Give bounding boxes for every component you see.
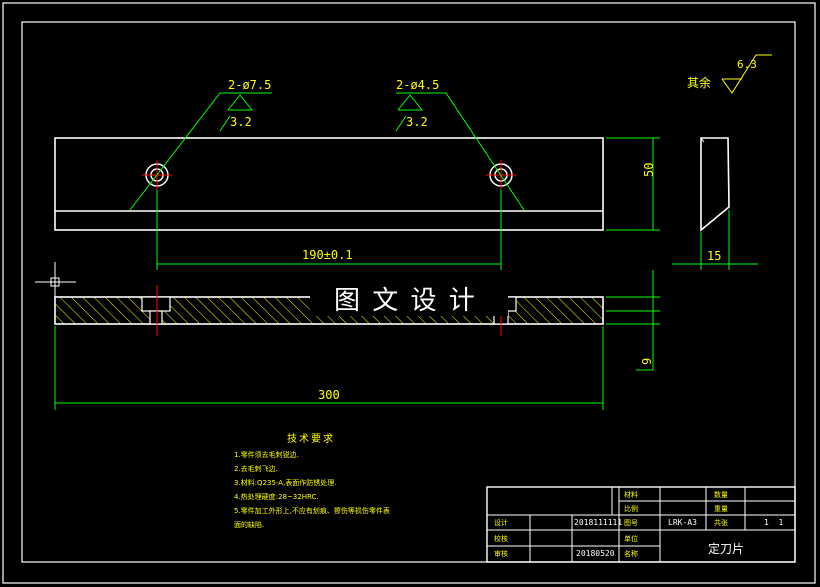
hole-leaders — [129, 92, 525, 211]
title-block — [486, 486, 796, 563]
remainder-roughness — [721, 54, 772, 94]
tb-label-drawing: 图号 — [624, 519, 638, 527]
note-item: 5.零件加工外形上,不应有划痕、擦伤等损伤零件表 — [234, 507, 390, 515]
dim-190-label: 190±0.1 — [302, 248, 353, 262]
tb-label-weight: 重量 — [714, 505, 728, 513]
dim-190 — [156, 190, 502, 270]
roughness-left-label: 3.2 — [230, 115, 252, 129]
tb-label-sheets: 共张 — [714, 519, 728, 527]
tb-label-designer: 设计 — [494, 519, 508, 527]
hole-large-label: 2-ø7.5 — [228, 78, 272, 92]
remainder-value: 6.3 — [737, 58, 757, 71]
remainder-label: 其余 — [687, 76, 712, 90]
tb-label-company: 单位 — [624, 535, 638, 543]
note-item: 面的缺陷. — [234, 521, 265, 529]
front-outline — [54, 137, 604, 231]
hole-small-label: 2-ø4.5 — [396, 78, 440, 92]
tb-label-name: 名称 — [624, 550, 638, 558]
tb-part-name: 定刀片 — [708, 542, 745, 556]
tb-label-checker: 校核 — [494, 535, 508, 543]
dim-300 — [54, 326, 604, 410]
notes-list: 1.零件须去毛刺锐边. 2.去毛刺飞边. 3.材料:Q235-A,表面作防锈处理… — [234, 448, 390, 532]
tb-date2: 20180520 — [576, 549, 615, 558]
tb-label-quantity: 数量 — [714, 491, 728, 499]
notes-title: 技术要求 — [287, 434, 335, 445]
tb-label-material: 材料 — [624, 491, 638, 499]
dim-300-label: 300 — [318, 388, 340, 402]
dim-50 — [606, 137, 660, 231]
section-view — [54, 270, 660, 410]
roughness-right-label: 3.2 — [406, 115, 428, 129]
tb-drawing-no: LRK-A3 — [668, 518, 697, 527]
dim-15-label: 15 — [707, 249, 722, 263]
front-view — [54, 92, 660, 270]
watermark-text: 图 文 设 计 — [334, 286, 477, 316]
side-view — [672, 137, 758, 270]
dim-9-label: 9 — [640, 357, 654, 365]
tb-label-audit: 审核 — [494, 550, 508, 558]
tb-sheet: 1 1 — [764, 518, 784, 527]
note-item: 2.去毛刺飞边. — [234, 465, 278, 473]
inner-frame — [21, 21, 796, 563]
note-item: 1.零件须去毛刺锐边. — [234, 451, 299, 459]
dim-50-label: 50 — [642, 162, 656, 177]
cursor-crosshair-icon — [35, 262, 76, 302]
note-item: 3.材料:Q235-A,表面作防锈处理. — [234, 479, 337, 487]
tb-label-scale: 比例 — [624, 505, 638, 513]
tb-date1: 2018111111 — [574, 518, 623, 527]
dim-9 — [606, 270, 660, 371]
note-item: 4.热处理硬度:28~32HRC. — [234, 493, 319, 501]
